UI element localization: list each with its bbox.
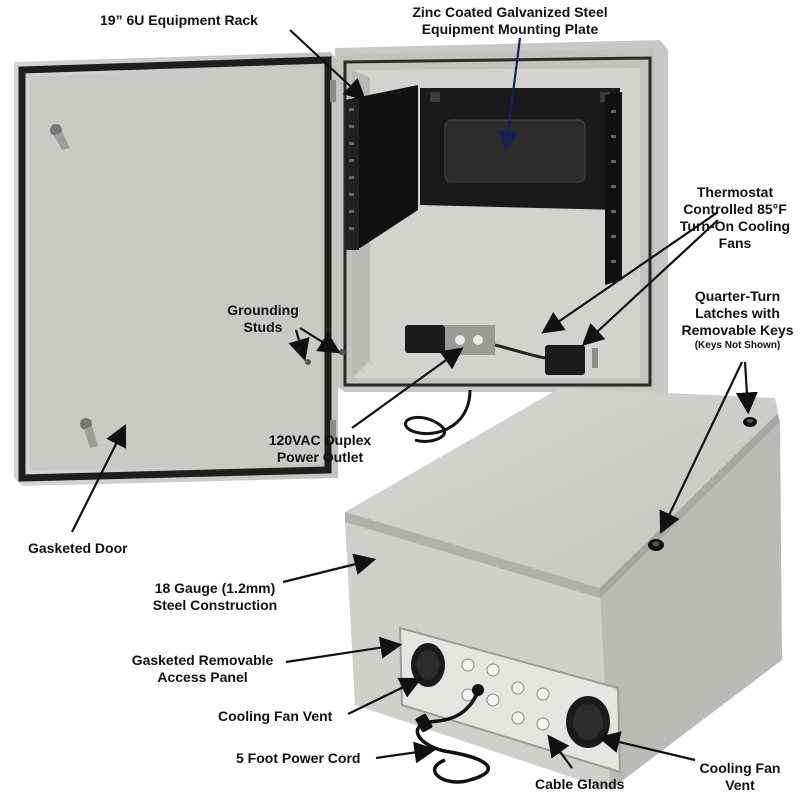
label-glands: Cable Glands: [535, 776, 625, 792]
label-access-panel: Gasketed Removable Access Panel: [120, 652, 285, 686]
door-gasket: [18, 56, 332, 482]
label-vent-right-line2: Vent: [725, 777, 755, 793]
label-thermostat: Thermostat Controlled 85°F Turn-On Cooli…: [670, 184, 800, 252]
label-mounting-plate-line1: Zinc Coated Galvanized Steel: [412, 4, 608, 20]
closed-enclosure: [345, 388, 782, 790]
label-vent-right-line1: Cooling Fan: [699, 760, 781, 776]
label-thermostat-line1: Thermostat: [696, 184, 774, 200]
quarter-turn-latch-1: [743, 417, 757, 427]
open-enclosure: [335, 40, 668, 443]
label-mounting-plate: Zinc Coated Galvanized Steel Equipment M…: [395, 4, 625, 38]
label-grounding: Grounding Studs: [218, 302, 308, 336]
label-vent-right: Cooling Fan Vent: [690, 760, 790, 794]
fan-left: [405, 325, 445, 353]
label-access-panel-line2: Access Panel: [157, 669, 248, 685]
fan-right: [545, 345, 585, 375]
label-grounding-line2: Studs: [243, 319, 283, 335]
label-latches-line2: Latches with: [695, 305, 780, 321]
label-latches-note: (Keys Not Shown): [694, 340, 781, 351]
label-steel-line2: Steel Construction: [152, 597, 278, 613]
label-door: Gasketed Door: [28, 540, 128, 556]
label-outlet: 120VAC Duplex Power Outlet: [255, 432, 385, 466]
plate-arrow: [497, 37, 522, 153]
label-vent-left: Cooling Fan Vent: [218, 708, 333, 724]
grounding-stud-door: [305, 359, 311, 365]
label-access-panel-line1: Gasketed Removable: [131, 652, 274, 668]
label-steel-line1: 18 Gauge (1.2mm): [154, 580, 276, 596]
label-mounting-plate-line2: Equipment Mounting Plate: [421, 21, 599, 37]
label-latches: Quarter-Turn Latches with Removable Keys…: [675, 288, 800, 352]
label-latches-line3: Removable Keys: [681, 322, 794, 338]
label-cord: 5 Foot Power Cord: [236, 750, 361, 766]
quarter-turn-latch-2: [648, 539, 664, 551]
label-thermostat-line3: Turn-On Cooling: [679, 218, 791, 234]
callout-arrows: [71, 29, 758, 769]
door-latch-bottom: [80, 418, 98, 448]
label-outlet-line1: 120VAC Duplex: [268, 432, 372, 448]
duplex-outlet: [445, 325, 495, 355]
power-cord: [415, 691, 490, 784]
grounding-stud-body: [339, 349, 345, 355]
cable-glands: [461, 658, 550, 731]
bottom-components: [405, 325, 598, 375]
equipment-rack: [345, 85, 622, 285]
label-latches-line1: Quarter-Turn: [694, 288, 781, 304]
label-rack: 19” 6U Equipment Rack: [100, 12, 258, 28]
label-thermostat-line4: Fans: [718, 235, 752, 251]
label-outlet-line2: Power Outlet: [276, 449, 364, 465]
label-steel: 18 Gauge (1.2mm) Steel Construction: [140, 580, 290, 614]
open-door: [14, 52, 345, 486]
label-grounding-line1: Grounding: [227, 302, 299, 318]
label-thermostat-line2: Controlled 85°F: [683, 201, 787, 217]
power-cord-rear: [403, 389, 472, 443]
door-latch-top: [50, 124, 70, 150]
